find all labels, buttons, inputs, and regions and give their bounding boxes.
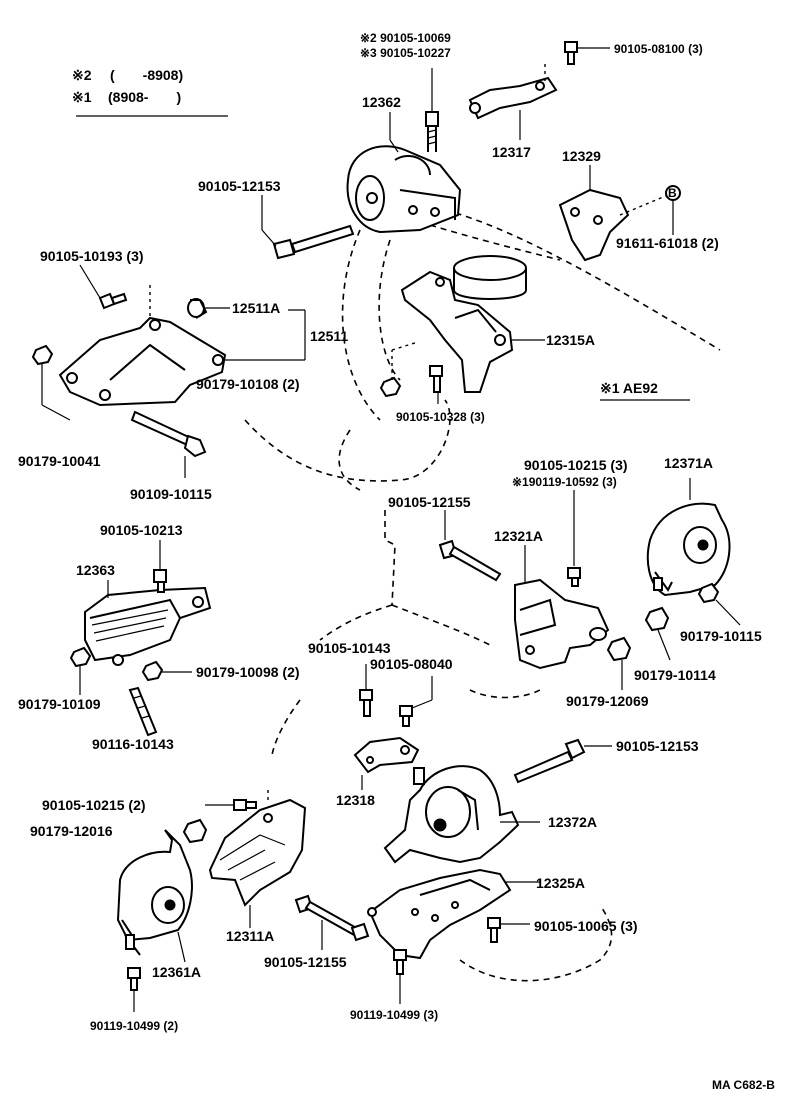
callout-labels: ※2 90105-10069 ※3 90105-10227 90105-0810… — [18, 31, 775, 1092]
bracket-12317-shape — [468, 64, 558, 140]
bolt-90105-12155-mid-shape — [438, 510, 502, 582]
label-90105-10065: 90105-10065 (3) — [534, 918, 638, 934]
label-12315A: 12315A — [546, 332, 595, 348]
label-90105-10227: ※3 90105-10227 — [360, 46, 451, 60]
label-12329: 12329 — [562, 148, 601, 164]
label-12361A: 12361A — [152, 964, 201, 980]
legend-range-1: (8908- ) — [108, 89, 181, 105]
nut-90179-10109-shape — [69, 646, 92, 695]
label-12325A: 12325A — [536, 875, 585, 891]
nut-90179-10098-shape — [141, 660, 192, 682]
mount-12372A-shape — [383, 765, 540, 864]
label-90105-12155-bot: 90105-12155 — [264, 954, 347, 970]
bolt-90105-10215-2-shape — [205, 799, 257, 811]
stud-90116-10143-shape — [128, 686, 158, 737]
bolt-90105-10143-shape — [359, 664, 373, 717]
bracket-12311A-shape — [208, 790, 307, 928]
label-90105-10213: 90105-10213 — [100, 522, 183, 538]
engine-cylinder — [453, 255, 527, 300]
legend-range-2: ( -8908) — [110, 67, 183, 83]
label-90109-10115: 90109-10115 — [130, 486, 212, 502]
legend-mark-2: ※2 — [72, 67, 92, 83]
bolt-90105-10215-3-shape — [567, 490, 581, 587]
mount-12371A-shape — [646, 478, 731, 597]
nut-90179-10108-shape — [379, 341, 419, 398]
label-90105-08040: 90105-08040 — [370, 656, 453, 672]
label-90179-10098: 90179-10098 (2) — [196, 664, 300, 680]
bolt-90105-10328-shape — [429, 365, 443, 404]
label-90119-10499-3: 90119-10499 (3) — [350, 1008, 438, 1022]
bracket-12318-shape — [353, 736, 420, 790]
label-12511: 12511 — [310, 328, 348, 344]
bushing-12511A-shape — [187, 298, 208, 319]
bracket-12363-shape — [84, 580, 212, 666]
bolt-90119-10499-3-shape — [393, 949, 407, 1004]
label-90105-10328: 90105-10328 (3) — [396, 410, 485, 424]
legend-mark-1: ※1 — [72, 89, 92, 105]
leader-lines — [205, 112, 690, 401]
mount-12361A-shape — [116, 829, 193, 963]
bolt-90105-08040-shape — [399, 676, 433, 727]
b-marker-label: B — [668, 186, 677, 200]
label-90179-12069: 90179-12069 — [566, 693, 649, 709]
bracket-12329-shape — [558, 165, 669, 262]
label-12318: 12318 — [336, 792, 375, 808]
bracket-12511-shape — [58, 285, 227, 407]
bolt-90105-10065-shape — [487, 917, 530, 943]
nut-90179-12069-shape — [606, 636, 632, 690]
label-12321A: 12321A — [494, 528, 543, 544]
bracket-12325A-shape — [367, 868, 540, 960]
label-90105-10215-3: 90105-10215 (3) — [524, 457, 628, 473]
bolt-90105-08100-shape — [564, 41, 610, 65]
label-90105-12153-top: 90105-12153 — [198, 178, 281, 194]
bolt-90105-12153-top-shape — [261, 195, 355, 260]
label-12317: 12317 — [492, 144, 531, 160]
label-90105-12155-mid: 90105-12155 — [388, 494, 471, 510]
label-90179-10041: 90179-10041 — [18, 453, 101, 469]
label-90105-10143: 90105-10143 — [308, 640, 391, 656]
doc-code: MA C682-B — [712, 1078, 775, 1092]
label-12311A: 12311A — [226, 928, 274, 944]
nut-90179-10114-shape — [644, 606, 671, 661]
label-90179-10108: 90179-10108 (2) — [196, 376, 300, 392]
engine-outline — [244, 209, 721, 982]
label-12372A: 12372A — [548, 814, 597, 830]
nut-90179-12016-shape — [182, 818, 208, 844]
label-12362: 12362 — [362, 94, 401, 110]
bracket-12315A-shape — [400, 270, 545, 393]
label-90116-10143: 90116-10143 — [92, 736, 174, 752]
label-12371A: 12371A — [664, 455, 713, 471]
bolt-90105-10213-shape — [153, 540, 167, 593]
nut-90179-10115-shape — [697, 582, 741, 626]
bolt-90105-12155-bot-shape — [294, 894, 370, 950]
label-90179-10114: 90179-10114 — [634, 667, 716, 683]
label-91611-61018: 91611-61018 (2) — [616, 235, 719, 251]
stud-90109-10115-shape — [130, 410, 207, 478]
legend: ※2 ( -8908) ※1 (8908- ) — [72, 67, 228, 117]
bolt-90105-10069-shape — [425, 68, 439, 152]
label-90119-10499-2: 90119-10499 (2) — [90, 1019, 178, 1033]
label-90119-10592: ※190119-10592 (3) — [512, 475, 617, 489]
label-90105-10069: ※2 90105-10069 — [360, 31, 451, 45]
label-variant-ae92: ※1 AE92 — [600, 380, 658, 396]
label-90179-12016: 90179-12016 — [30, 823, 113, 839]
bolt-90105-12153-bot-shape — [513, 738, 612, 784]
bolt-90105-10193-shape — [79, 264, 128, 310]
b-marker: B — [665, 185, 681, 235]
mount-12362-shape — [346, 145, 462, 234]
label-90105-08100: 90105-08100 (3) — [614, 42, 703, 56]
label-90105-10193: 90105-10193 (3) — [40, 248, 144, 264]
label-90179-10115: 90179-10115 — [680, 628, 762, 644]
label-90105-12153-bot: 90105-12153 — [616, 738, 699, 754]
label-12363: 12363 — [76, 562, 115, 578]
label-12511A: 12511A — [232, 300, 280, 316]
label-90179-10109: 90179-10109 — [18, 696, 101, 712]
bracket-12321A-shape — [514, 545, 610, 670]
nut-90179-10041-shape — [31, 344, 71, 421]
label-90105-10215-2: 90105-10215 (2) — [42, 797, 146, 813]
bolt-90119-10499-2-shape — [127, 967, 141, 1012]
